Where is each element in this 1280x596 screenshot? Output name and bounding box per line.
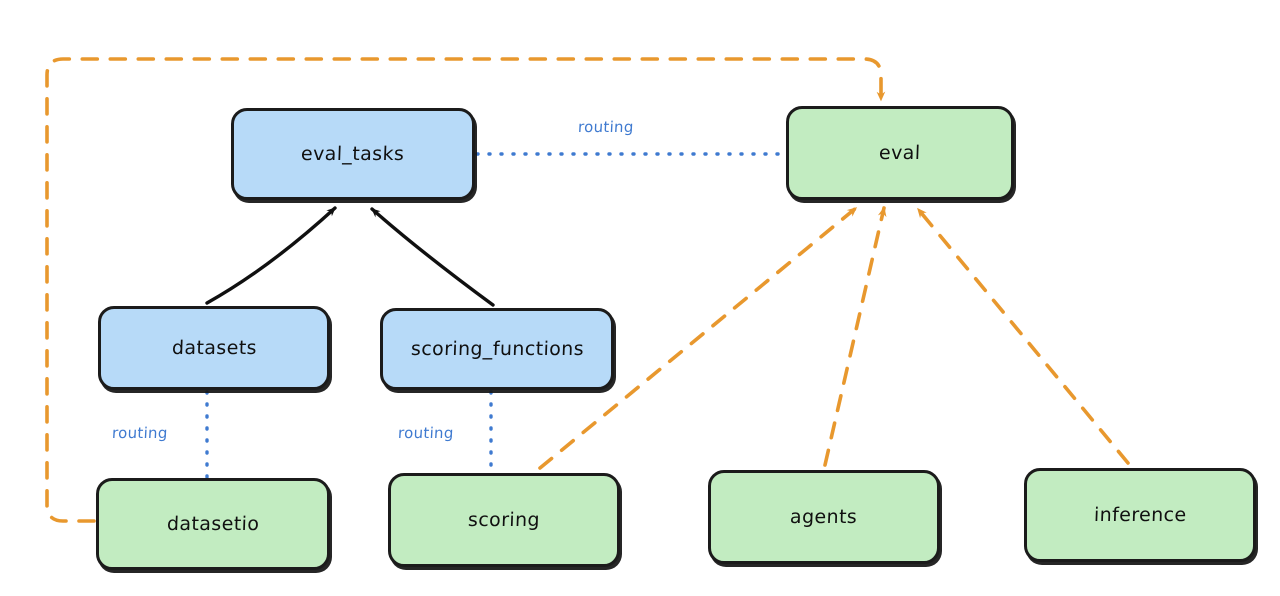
edge-agents-to-eval bbox=[823, 206, 887, 467]
edge-scoring-functions-to-eval-tasks bbox=[370, 207, 495, 307]
edge-datasetio-to-eval bbox=[45, 57, 886, 523]
node-label-datasetio: datasetio bbox=[166, 513, 260, 535]
node-label-eval: eval bbox=[878, 142, 922, 164]
node-datasetio[interactable]: datasetio bbox=[96, 478, 330, 570]
node-label-datasets: datasets bbox=[171, 337, 257, 359]
edge-label-routing-scoring-functions-scoring: routing bbox=[397, 424, 455, 442]
node-label-agents: agents bbox=[790, 506, 858, 528]
node-label-scoring-functions: scoring_functions bbox=[410, 338, 584, 360]
edge-scoring-to-eval bbox=[538, 206, 858, 470]
node-datasets[interactable]: datasets bbox=[98, 306, 330, 390]
edge-datasets-to-eval-tasks bbox=[205, 206, 337, 305]
edge-label-routing-datasets-datasetio: routing bbox=[111, 424, 169, 442]
node-label-inference: inference bbox=[1093, 504, 1187, 526]
node-label-scoring: scoring bbox=[467, 509, 541, 531]
edge-inference-to-eval bbox=[916, 207, 1130, 465]
node-eval[interactable]: eval bbox=[786, 106, 1014, 200]
edge-label-routing-eval-tasks-eval: routing bbox=[577, 118, 635, 136]
node-agents[interactable]: agents bbox=[708, 470, 940, 564]
node-inference[interactable]: inference bbox=[1024, 468, 1256, 562]
node-scoring[interactable]: scoring bbox=[388, 473, 620, 567]
node-scoring-functions[interactable]: scoring_functions bbox=[380, 308, 614, 390]
node-eval-tasks[interactable]: eval_tasks bbox=[231, 108, 475, 200]
node-label-eval-tasks: eval_tasks bbox=[300, 143, 406, 165]
